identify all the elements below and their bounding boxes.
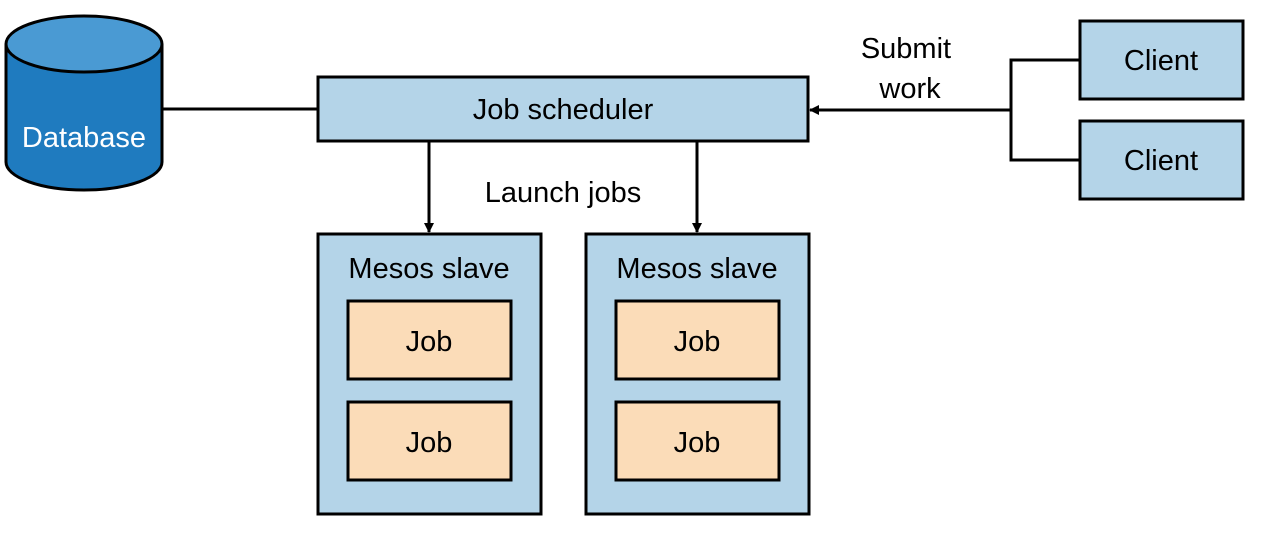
database-top [4,14,164,74]
database-label: Database [22,122,146,154]
job-box [346,400,513,482]
submit-work-label-line2: work [878,73,941,105]
job-scheduler-box [316,75,810,143]
job-label: Job [674,326,721,358]
job-label: Job [406,326,453,358]
job-scheduler: Job scheduler [316,75,810,143]
mesos-slave-label: Mesos slave [348,253,509,285]
mesos-slave-2: Mesos slave Job Job [584,232,811,516]
submit-work-label: Submit work [861,33,959,105]
client-label: Client [1124,145,1198,177]
client-label: Client [1124,45,1198,77]
client-box [1078,19,1245,101]
job-box [614,400,781,482]
client-bracket-connector [1009,58,1080,162]
job-scheduler-label: Job scheduler [473,94,654,126]
database: Database [4,14,164,192]
mesos-slave-1: Mesos slave Job Job [316,232,543,516]
database-body [4,44,164,192]
client-2: Client [1078,119,1245,201]
submit-work-label-line1: Submit [861,33,951,65]
client-1: Client [1078,19,1245,101]
launch-jobs-label: Launch jobs [485,177,641,209]
job-box [346,299,513,381]
job-label: Job [406,427,453,459]
job-box [614,299,781,381]
mesos-slave-label: Mesos slave [616,253,777,285]
client-box [1078,119,1245,201]
job-label: Job [674,427,721,459]
